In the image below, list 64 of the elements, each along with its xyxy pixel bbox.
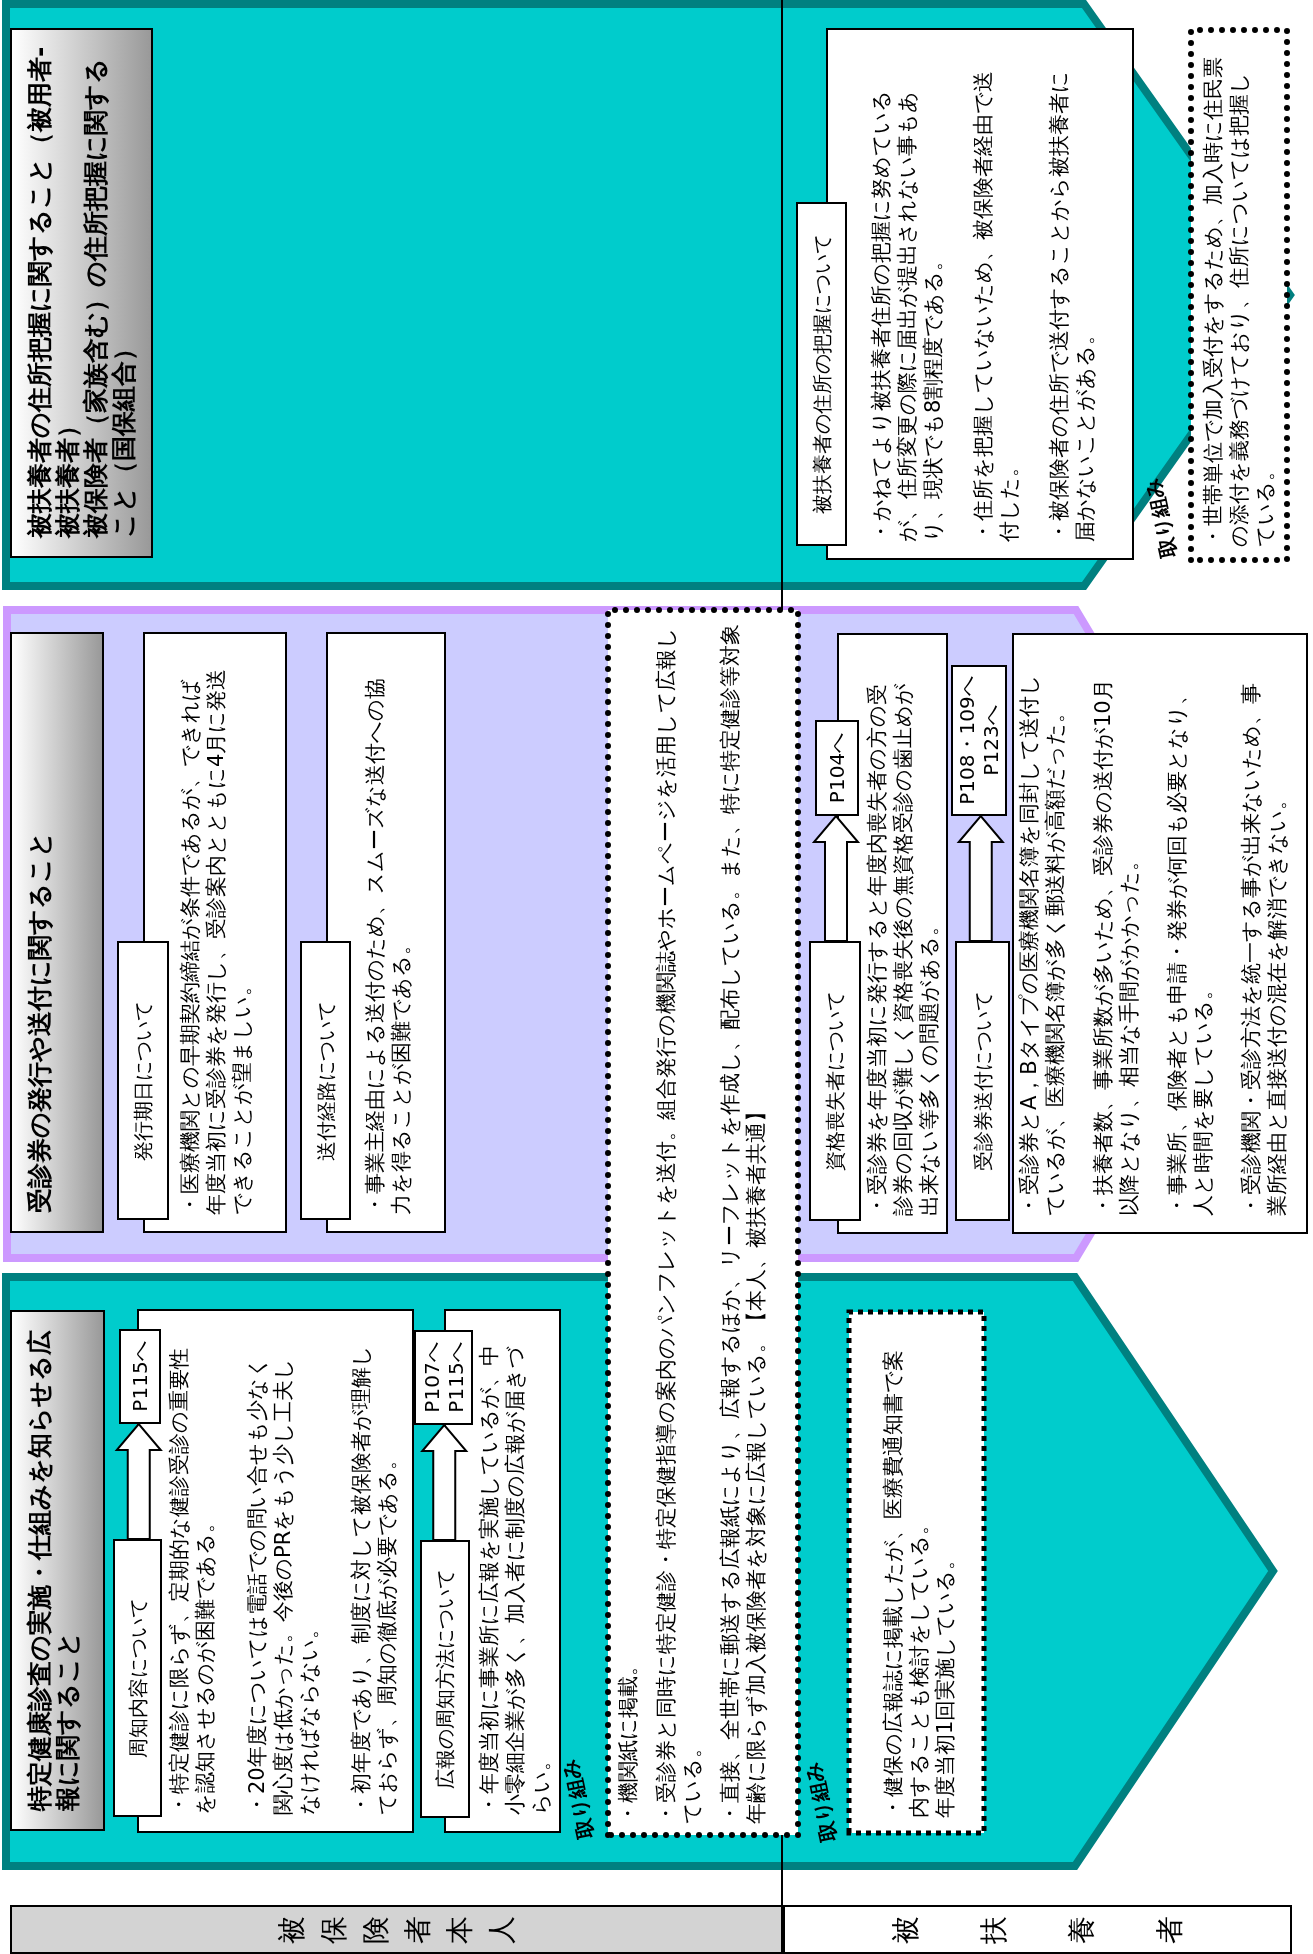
bullet-text: ・被保険者の住所で送付することから被扶養者に届かないことがある。 [1046,70,1098,542]
heading-text: 被保険者（家族含む）の住所把握に関すること（国保組合） [82,57,138,538]
heading-text: 特定健康診査の実施・仕組みを知らせる広報に関すること [26,1329,82,1811]
topic-box [420,1540,470,1818]
bullet-text: ・扶養者数、事業所数が多いため、受診券の送付が10月以降となり、相当な手間がかかった。 [1090,678,1142,1216]
bullet-text: ・受診券と同時に特定健診・特定保健指導の案内のパンフレットを送付。組合発行の機関誌やホームページを活用して広報している。 [653,626,705,1824]
page-ref: P107へ P115へ [419,1341,468,1415]
section-label: 取り組み [1140,476,1181,560]
row-header [783,1905,1292,1954]
page-ref-box [951,665,1007,816]
block-arrow [114,1422,163,1540]
page-ref: P115へ [128,1341,152,1412]
row-header [10,1905,783,1954]
section-label: 取り組み [800,1760,841,1844]
page-ref-box [815,720,859,816]
topic-label: 送付経路について [313,1000,338,1161]
topic-label: 受診券送付について [970,991,995,1171]
bullet-text: ・初年度であり、制度に対して被保険者が理解しておらず、周知の徹底が必要である。 [348,1344,400,1815]
page-ref: P104へ [825,732,849,804]
topic-box [796,202,847,546]
topic-label: 被扶養者の住所の把握について [809,234,834,514]
topic-label: 資格喪失者について [823,991,847,1171]
topic-label: 発行期日について [131,1000,155,1161]
bullet-text: ・受診券を年度当初に発行すると年度内喪失者の方の受診券の回収が難しく資格喪失後の無資格受診の歯止めが出来ない等多くの問題がある。 [864,682,942,1216]
bullet-text: ・受診機関・受診方法を統一する事が出来ないため、事業所経由と直接送付の混在を解消できない。 [1238,682,1290,1216]
bullet-text: ・受診券とA，Bタイプの医療機関名簿を同封して送付しているが、医療機関名簿が多く郵送料が高額だった。 [1016,673,1068,1216]
dotted-box [846,1309,987,1836]
bullet-text: ・医療機関との早期契約締結が条件であるが、できれば年度当初に受診券を発行し、受診案内とともに4月に発送できることが望ましい。 [177,667,255,1215]
bullet-text: ・年度当初に事業所に広報を実施しているが、中小零細企業が多く、加入者に制度の広報が届きづらい。 [476,1344,554,1815]
bullet-text: ・世帯単位で加入受付をするため、加入時に住民票の添付を義務づけており、住所については把握している。 [1200,56,1278,547]
topic-box [113,1539,162,1817]
heading-text: 受診券の発行や送付に関すること [26,830,54,1213]
bullet-text: ・事業所、保険者とも申請・発券が何回も必要となり、人と時間を要している。 [1164,683,1216,1216]
bullet-text: ・20年度については電話での問い合せも少なく関心度は低かった。今後のPRをもう少し工夫しなければならない。 [244,1355,322,1815]
heading-text: 被扶養者の住所把握に関すること（被用者-被扶養者） [26,45,82,538]
bullet-text: ・特定健診に限らず、定期的な健診受診の重要性を認知させるのが困難である。 [166,1347,218,1815]
bullet-text: ・直接、全世帯に郵送する広報紙により、広報するほか、リーフレットを作成し、配布している。また、特に特定健診等対象年齢に限らず加入被保険者を対象に広報している。【本人、被扶養者共通】 [717,623,769,1824]
comment-box [1012,633,1308,1234]
heading-box [10,1310,105,1831]
block-arrow [420,1423,469,1541]
bullet-text: ・かねてより被扶養者住所の把握に努めているが、住所変更の際に届出が提出されない事もあり、現状でも8割程度である。 [868,89,946,542]
row-label: 被扶養者 [887,1914,1187,1945]
bullet-text: 年度当初1回実施している。 [932,1547,958,1818]
page-ref: P108・109へ P123へ [955,675,1003,807]
dotted-box [1188,27,1290,563]
bullet-text: ・住所を把握していないため、被保険者経由で送付した。 [970,70,1022,542]
bullet-text: ・健保の広報誌に掲載したが、医療費通知書で案内することも検討をしている。 [880,1349,932,1818]
heading-box [10,632,104,1233]
topic-box [809,941,861,1221]
topic-box [955,941,1010,1221]
topic-label: 広報の周知方法について [433,1569,457,1789]
topic-label: 周知内容について [125,1598,150,1758]
section-label: 取り組み [557,1757,598,1841]
row-label: 被保険者本人 [273,1914,519,1945]
bullet-text: ・事業主経由による送付のため、スムーズな送付への協力を得ることが困難である。 [362,677,414,1215]
block-arrow [811,814,861,942]
heading-box [10,28,153,558]
topic-box [300,941,351,1220]
bullet-text: ・機関紙に掲載。 [615,1654,641,1824]
block-arrow [956,814,1005,942]
topic-box [117,941,169,1220]
page-ref-box [119,1329,161,1424]
page-ref-box [414,1330,473,1425]
dotted-box [605,607,801,1838]
